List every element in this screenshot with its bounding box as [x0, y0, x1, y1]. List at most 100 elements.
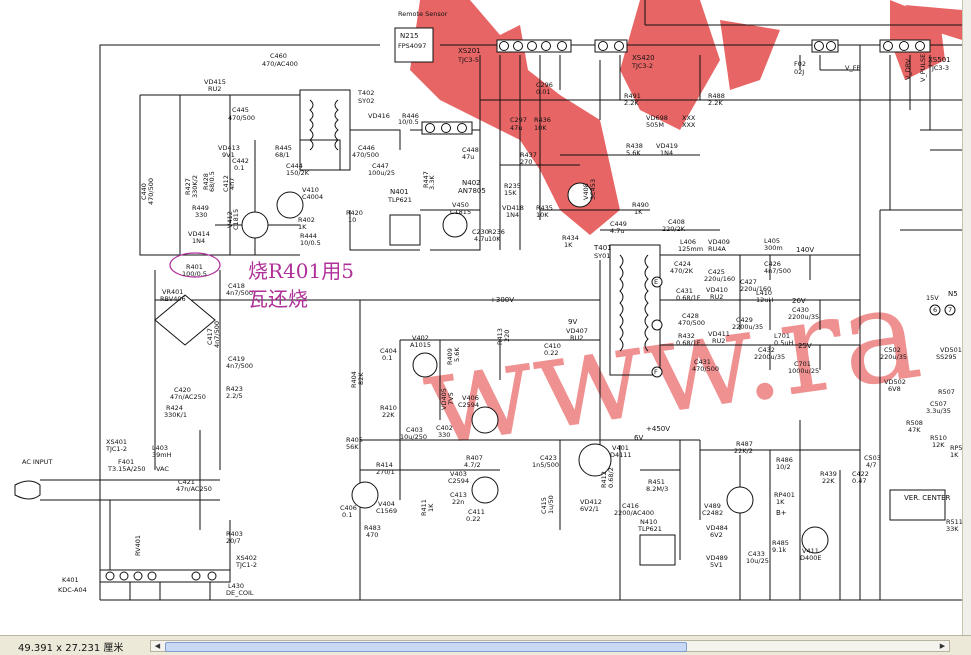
label-c433-value: 10u/25 — [746, 557, 769, 565]
label-pin-f: F — [654, 368, 658, 376]
label-vd409-value: RU4A — [708, 245, 726, 253]
label-rp401-value: 1K — [776, 498, 785, 506]
label-vr401-value: RBV406 — [160, 295, 186, 303]
label-c447-value: 100u/25 — [368, 169, 395, 177]
label-tjc3-2: TJC3-2 — [631, 62, 653, 70]
label-r510: R510 — [930, 434, 947, 442]
label-r235-value: 15K — [504, 189, 517, 197]
label-r403: R403 — [226, 530, 243, 538]
label-v450: V450 — [452, 201, 469, 209]
label-r410: R410 — [380, 404, 397, 412]
scrollbar-thumb[interactable] — [165, 642, 687, 652]
label-vd484-value: 6V2 — [710, 531, 723, 539]
label-c415: C415 — [540, 497, 548, 514]
scroll-left-icon[interactable]: ◀ — [154, 642, 161, 650]
annotation-line-2: 瓦还烧 — [248, 287, 308, 311]
label-t402: T402 — [357, 89, 374, 97]
label-l403: L403 — [152, 444, 168, 452]
label-r431: C431 — [676, 287, 693, 295]
label-r444: R444 — [300, 232, 317, 240]
scroll-right-icon[interactable]: ▶ — [939, 642, 946, 650]
label-r409-value: 5.6K — [453, 347, 461, 362]
label-r445: R445 — [275, 144, 292, 152]
label-fps4097: FPS4097 — [398, 42, 426, 50]
svg-text:www.ra: www.ra — [413, 256, 929, 476]
label-vd698-value: 505M — [646, 121, 664, 129]
label-c230: C230 — [472, 228, 489, 236]
label-c442: C442 — [232, 157, 249, 165]
label-n401-value: TLP621 — [387, 196, 412, 204]
label-r451: R451 — [648, 478, 665, 486]
label-c297: C297 — [510, 116, 527, 124]
status-bar: 49.391 x 27.231 厘米 ◀ ▶ — [0, 635, 971, 655]
label-rp401: RP401 — [774, 491, 795, 499]
label-r410-value: 22K — [382, 411, 395, 419]
label-ac-input-1: AC INPUT — [22, 458, 52, 466]
label-c427: C427 — [740, 278, 757, 286]
label-c502: C502 — [884, 346, 901, 354]
label-6v: 6V — [634, 434, 643, 442]
label-c404-value: 0.1 — [382, 354, 392, 362]
label-v411: V411 — [802, 547, 819, 555]
label-c413: C413 — [450, 491, 467, 499]
label-r508-value: 47K — [908, 426, 921, 434]
label-r449: R449 — [192, 204, 209, 212]
label-r508: R508 — [906, 419, 923, 427]
label-n410-value: TLP621 — [637, 525, 662, 533]
label-c296-value: 0.01 — [536, 88, 550, 96]
label-c427-value: 220u/160 — [740, 285, 771, 293]
label-c296: C296 — [536, 81, 553, 89]
label-r420: R420 — [346, 209, 363, 217]
label-l701: L701 — [774, 332, 790, 340]
label-r411: R411 — [420, 499, 428, 516]
label-vd411: VD411 — [708, 330, 730, 338]
label-vd410-value: RU2 — [710, 293, 723, 301]
label-c408-value: 220/2K — [662, 225, 686, 233]
label-k401: K401 — [62, 576, 79, 584]
label-vd501-value: SS295 — [936, 353, 957, 361]
label-sy02: SY02 — [358, 97, 374, 105]
label-c412-value: 4n7 — [228, 178, 236, 190]
label-r486-value: 10/2 — [776, 463, 791, 471]
component-labels: Remote Sensor N215 FPS4097 XS201 TJC3-5 … — [22, 10, 963, 597]
label-r485-value: 9.1k — [772, 546, 786, 554]
label-vd407: VD407 — [566, 327, 588, 335]
label-25v: 25V — [798, 342, 812, 350]
label-k401-value: KDC-A04 — [58, 586, 87, 594]
label-r405-value: 56K — [346, 443, 359, 451]
label-c423: C423 — [540, 454, 557, 462]
label-r435: R435 — [536, 204, 553, 212]
label-vd414: VD414 — [188, 230, 210, 238]
connector-xs201 — [496, 39, 572, 53]
label-vd413: VD413 — [218, 144, 240, 152]
horizontal-scrollbar[interactable]: ◀ ▶ — [150, 640, 950, 652]
label-c431: C431 — [694, 358, 711, 366]
vertical-scrollbar[interactable] — [962, 0, 971, 635]
label-c418: C418 — [228, 282, 245, 290]
label-pin7: 7 — [948, 306, 952, 314]
label-c430: C430 — [792, 306, 809, 314]
label-vd418: VD418 — [502, 204, 524, 212]
label-c406: C406 — [340, 504, 357, 512]
label-9v: 9V — [568, 318, 577, 326]
label-l406: L406 — [680, 238, 696, 246]
label-v489: V489 — [704, 502, 721, 510]
label-r446: R446 — [402, 112, 419, 120]
label-c428-value: 470/500 — [678, 319, 705, 327]
label-r488: R488 — [708, 92, 725, 100]
components — [14, 27, 956, 583]
label-c444-value: 150/2K — [286, 169, 310, 177]
label-c432: C432 — [758, 346, 775, 354]
label-c410: C410 — [544, 342, 561, 350]
label-c416-value: 2200/AC400 — [614, 509, 654, 517]
label-c423-value: 1n5/500 — [532, 461, 559, 469]
label-l405: L405 — [764, 237, 780, 245]
label-c424-value: 470/2K — [670, 267, 694, 275]
label-v-pulse: V_PULSE — [919, 54, 927, 82]
label-c429: C429 — [736, 316, 753, 324]
label-c408: C408 — [668, 218, 685, 226]
label-c701-value: 1000u/25 — [788, 367, 819, 375]
label-f401-value: T3.15A/250 — [107, 465, 146, 473]
label-r401-value: 100/0.5 — [182, 270, 207, 278]
label-c446: C446 — [358, 144, 375, 152]
